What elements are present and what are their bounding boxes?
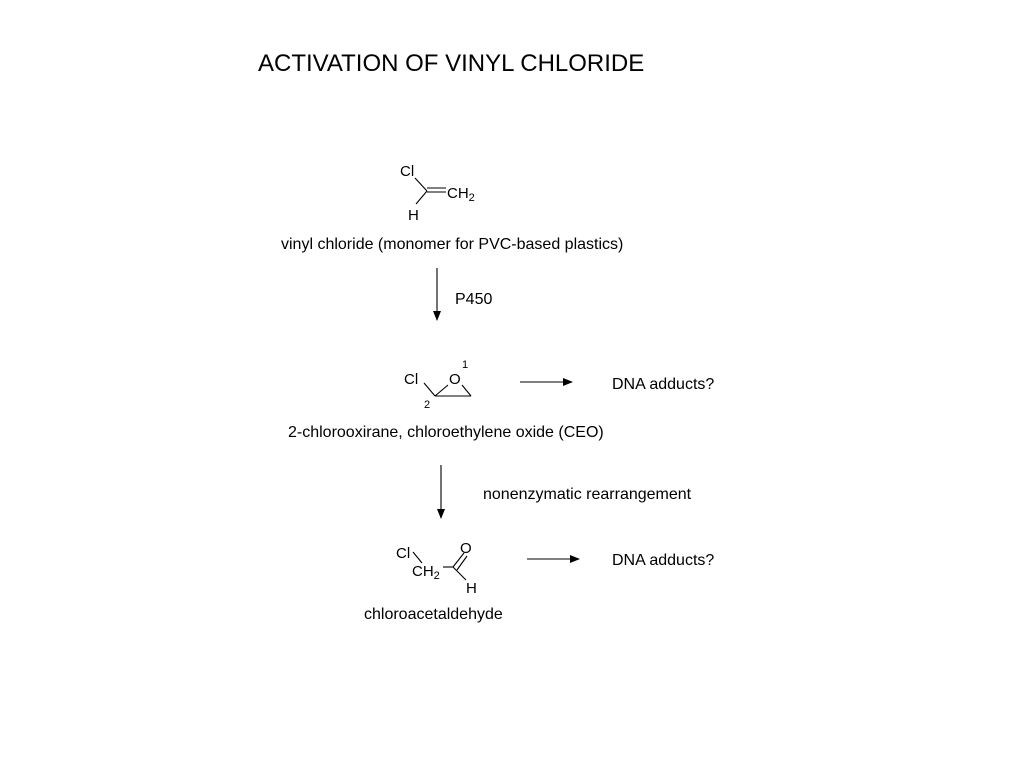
carbonyl-bond-a [452,552,465,568]
ceo-locant-2: 2 [424,399,431,411]
ceo-dna-adducts: DNA adducts? [612,376,715,393]
cac-atom-o: O [460,540,472,557]
reagent-nonenzymatic: nonenzymatic rearrangement [483,486,692,503]
ceo-locant-1: 1 [462,359,469,371]
vinyl-atom-ch2: CH2 [447,185,475,204]
vinyl-atom-h: H [408,207,419,224]
vinyl-chloride-caption: vinyl chloride (monomer for PVC-based pl… [281,236,624,253]
bond-cl-c [414,177,428,192]
ceo-atom-o: O [449,371,461,388]
reagent-p450: P450 [455,291,493,308]
cac-dna-adducts: DNA adducts? [612,552,715,569]
bond-cl-c2 [423,382,436,397]
cac-atom-h: H [466,580,477,597]
ceo-atom-cl: Cl [404,371,419,388]
cac-atom-ch2: CH2 [412,563,440,582]
vinyl-atom-cl: Cl [400,163,415,180]
bond-c-h [415,190,428,205]
page-title: ACTIVATION OF VINYL CHLORIDE [258,50,645,77]
chloroacetaldehyde-caption: chloroacetaldehyde [364,606,503,623]
bond-c2-o [434,384,449,397]
bond-c-h-ald [452,566,467,581]
bond-o-c3 [461,384,472,397]
carbonyl-bond-b [456,555,468,571]
cac-atom-cl: Cl [396,545,411,562]
bond-cl-ch2 [412,551,423,564]
ceo-caption: 2-chlorooxirane, chloroethylene oxide (C… [288,424,604,441]
